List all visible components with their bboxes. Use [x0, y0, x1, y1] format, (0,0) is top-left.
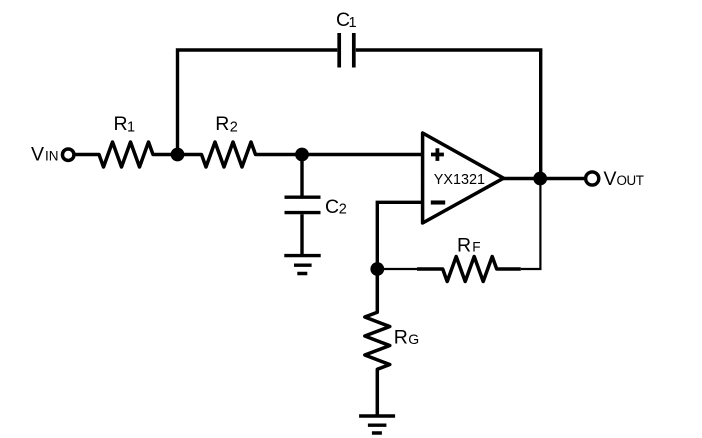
svg-text:R: R [394, 327, 408, 349]
svg-text:2: 2 [339, 202, 347, 218]
svg-text:V: V [31, 144, 44, 166]
svg-text:R: R [215, 113, 229, 135]
svg-text:1: 1 [349, 15, 357, 31]
svg-text:R: R [457, 235, 471, 257]
svg-text:C: C [336, 9, 350, 31]
svg-text:2: 2 [230, 120, 238, 136]
svg-text:V: V [604, 168, 617, 190]
svg-text:G: G [408, 331, 419, 347]
svg-text:F: F [472, 240, 480, 255]
svg-text:R: R [114, 113, 128, 135]
svg-text:YX1321: YX1321 [434, 172, 485, 188]
svg-text:IN: IN [45, 149, 59, 164]
svg-text:C: C [325, 196, 339, 218]
svg-text:OUT: OUT [617, 173, 644, 188]
svg-text:1: 1 [127, 120, 135, 136]
